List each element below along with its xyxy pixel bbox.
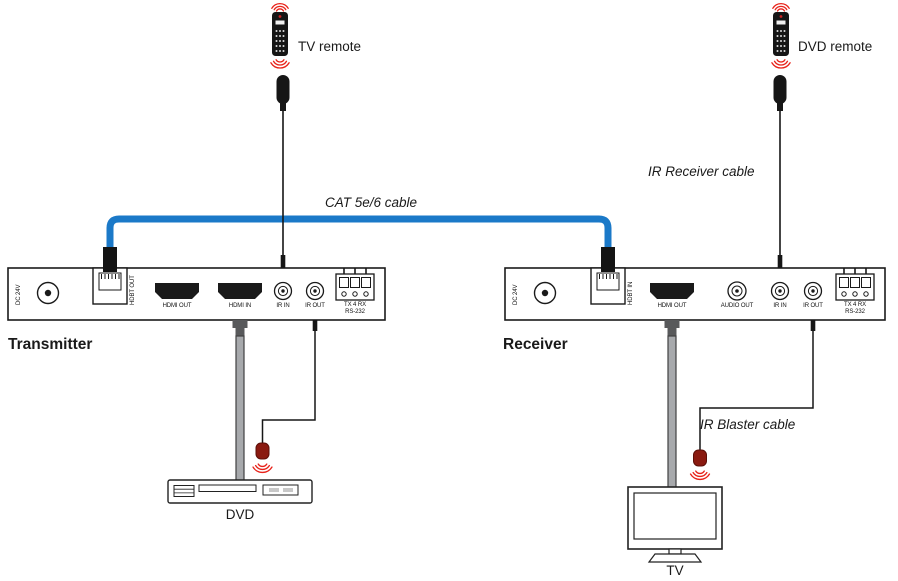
dc-jack-transmitter [36, 281, 60, 305]
receiver-port-label-ir-out: IR OUT [803, 303, 823, 309]
hdmi-out-port-transmitter [155, 283, 199, 299]
transmitter-port-label-hdmi-in: HDMI IN [228, 303, 252, 309]
hdmi-in-port-transmitter [218, 283, 262, 299]
ir-in-jack-receiver [770, 281, 790, 301]
cat-cable-label: CAT 5e/6 cable [325, 195, 418, 210]
rj45-plug-transmitter [103, 247, 117, 272]
ir-blaster-left-icon [252, 320, 318, 474]
receiver-port-label-rs232-line1: TX 4 RX [844, 302, 866, 308]
transmitter-device [7, 267, 386, 321]
receiver-port-label-hdmi-out: HDMI OUT [657, 303, 687, 309]
ir-blaster-right-icon [689, 320, 816, 481]
dvd-label: DVD [225, 507, 255, 522]
receiver-device [504, 267, 886, 321]
transmitter-port-label-ir-in: IR IN [276, 303, 290, 309]
transmitter-port-label-ir-out: IR OUT [305, 303, 325, 309]
dvd-player-icon [167, 479, 313, 504]
cat-cable-line [106, 215, 612, 268]
ir-receiver-mic-left-icon [276, 75, 290, 268]
ir-blaster-cable-label: IR Blaster cable [700, 417, 796, 432]
transmitter-port-label-rs232-line2: RS-232 [345, 309, 365, 315]
receiver-port-label-rs232-line2: RS-232 [845, 309, 865, 315]
ir-receiver-cable-label: IR Receiver cable [648, 164, 755, 179]
ir-in-jack-transmitter [273, 281, 293, 301]
receiver-label: Receiver [503, 336, 568, 353]
ir-out-jack-receiver [803, 281, 823, 301]
transmitter-port-label-dc: DC 24V [16, 284, 22, 305]
transmitter-port-label-hdbt-out: HDBT OUT [130, 275, 136, 305]
receiver-port-label-hdbt-in: HDBT IN [628, 281, 634, 305]
hdmi-out-port-receiver [650, 283, 694, 299]
receiver-port-label-dc: DC 24V [513, 284, 519, 305]
rs232-terminal-transmitter [335, 268, 375, 301]
ir-out-jack-transmitter [305, 281, 325, 301]
ir-receiver-mic-right-icon [773, 75, 787, 268]
tv-label: TV [666, 563, 684, 578]
hdbt-in-port [590, 267, 626, 305]
tv-remote-icon [270, 2, 290, 69]
receiver-port-label-ir-in: IR IN [773, 303, 787, 309]
transmitter-port-label-rs232-line1: TX 4 RX [344, 302, 366, 308]
hdmi-cable-tv [664, 320, 680, 489]
rj45-plug-receiver [601, 247, 615, 272]
transmitter-label: Transmitter [8, 336, 93, 353]
hdmi-cable-dvd [232, 320, 248, 483]
dvd-remote-label: DVD remote [798, 39, 873, 54]
dc-jack-receiver [533, 281, 557, 305]
hdbt-out-port [92, 267, 128, 305]
receiver-port-label-audio-out: AUDIO OUT [720, 303, 754, 309]
transmitter-port-label-hdmi-out: HDMI OUT [162, 303, 192, 309]
audio-out-jack-receiver [727, 281, 747, 301]
rs232-terminal-receiver [835, 268, 875, 301]
tv-remote-label: TV remote [298, 39, 362, 54]
dvd-remote-icon [771, 2, 791, 69]
tv-screen-icon [627, 486, 723, 563]
